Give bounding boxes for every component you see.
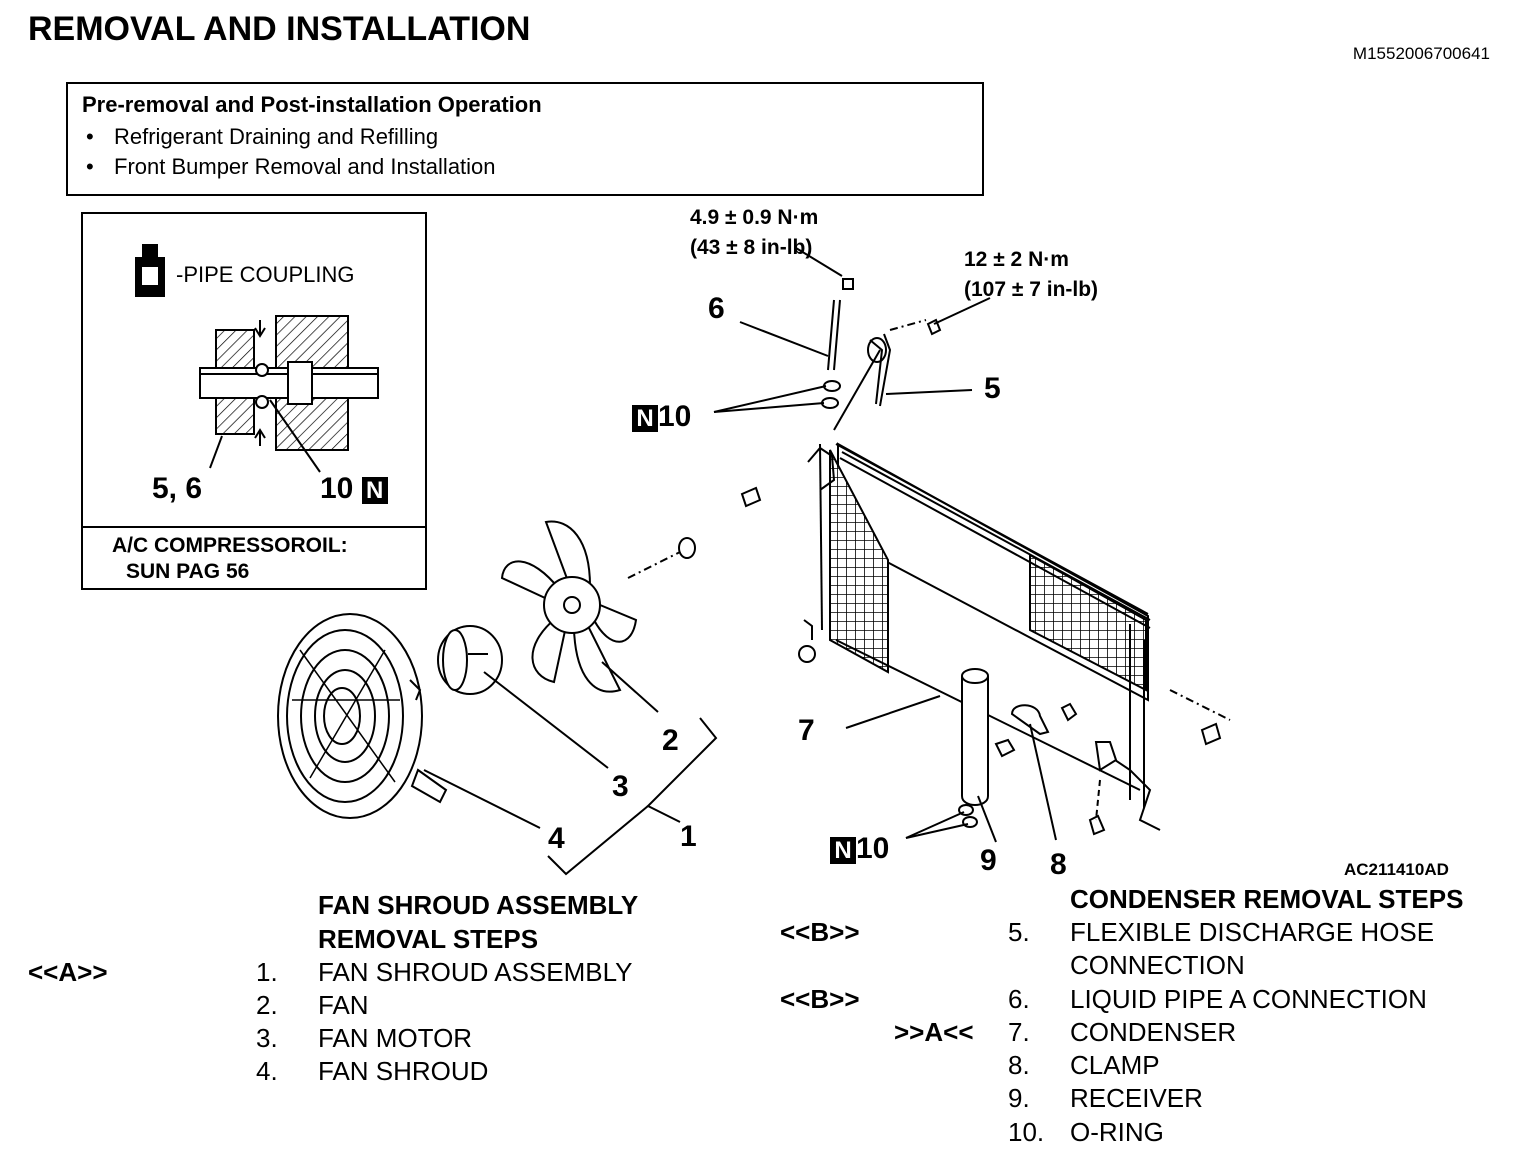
fan-blades <box>500 520 696 693</box>
fan-steps-subtitle: REMOVAL STEPS <box>318 924 539 954</box>
step-number: 5. <box>1008 917 1030 947</box>
condenser <box>798 442 1161 831</box>
callout-10-upper-num: 10 <box>658 400 692 433</box>
step-text: FAN MOTOR <box>318 1023 473 1053</box>
step-number: 10. <box>1008 1117 1045 1147</box>
step-text: CONDENSER <box>1070 1017 1237 1047</box>
callout-7: 7 <box>798 714 815 747</box>
step-text: LIQUID PIPE A CONNECTION <box>1070 984 1427 1014</box>
callout-6: 6 <box>708 292 725 325</box>
step-text: CONNECTION <box>1070 950 1245 980</box>
page-title: REMOVAL AND INSTALLATION <box>28 10 531 48</box>
callout-9: 9 <box>980 844 997 877</box>
leader-lines <box>423 247 1057 876</box>
inset-label-oring-num: 10 <box>320 472 354 505</box>
bullet-icon: • <box>86 124 94 149</box>
step-ref: <<A>> <box>28 957 108 987</box>
bullet-icon: • <box>86 154 94 179</box>
document-id: M1552006700641 <box>1352 44 1490 63</box>
callout-10-lower-num: 10 <box>856 832 890 865</box>
pipes <box>821 278 942 431</box>
n-badge-icon: N <box>361 476 388 504</box>
fan-steps-title: FAN SHROUD ASSEMBLY <box>318 890 639 920</box>
pipe-coupling-section <box>199 315 379 473</box>
step-number: 2. <box>256 990 278 1020</box>
n-badge-icon: N <box>830 836 856 864</box>
pre-removal-item: Refrigerant Draining and Refilling <box>114 124 439 149</box>
callout-5: 5 <box>984 372 1001 405</box>
step-ref: <<B>> <box>780 917 860 947</box>
oil-label: A/C COMPRESSOROIL: <box>112 534 348 557</box>
step-text: CLAMP <box>1070 1050 1160 1080</box>
figure-id: AC211410AD <box>1344 860 1449 879</box>
torque-2-inlb: (107 ± 7 in-lb) <box>964 278 1099 301</box>
callout-3: 3 <box>612 770 629 803</box>
step-number: 6. <box>1008 984 1030 1014</box>
callout-8: 8 <box>1050 848 1067 881</box>
step-text: RECEIVER <box>1070 1083 1203 1113</box>
step-ref: >>A<< <box>894 1017 974 1047</box>
step-text: FAN SHROUD <box>318 1056 489 1086</box>
callout-2: 2 <box>662 724 679 757</box>
oil-bottle-icon <box>135 244 165 297</box>
inset-label-parts: 5, 6 <box>152 472 203 505</box>
step-text: FAN SHROUD ASSEMBLY <box>318 957 633 987</box>
fan-motor <box>437 625 503 695</box>
torque-1-inlb: (43 ± 8 in-lb) <box>690 236 813 259</box>
n-badge-icon: N <box>632 404 658 432</box>
fan-shroud <box>277 613 448 819</box>
pre-removal-box: Pre-removal and Post-installation Operat… <box>66 82 984 196</box>
pre-removal-title: Pre-removal and Post-installation Operat… <box>82 92 542 117</box>
pipe-coupling-inset <box>81 212 427 590</box>
callout-1: 1 <box>680 820 697 853</box>
step-number: 8. <box>1008 1050 1030 1080</box>
step-number: 7. <box>1008 1017 1030 1047</box>
pre-removal-item: Front Bumper Removal and Installation <box>114 154 496 179</box>
step-text: O-RING <box>1070 1117 1164 1147</box>
inset-label-oring: 10 N <box>320 472 388 506</box>
oil-value: SUN PAG 56 <box>126 560 250 583</box>
callout-4: 4 <box>548 822 565 855</box>
step-number: 4. <box>256 1056 278 1086</box>
receiver-and-clamp <box>740 486 1231 836</box>
step-text: FLEXIBLE DISCHARGE HOSE <box>1070 917 1435 947</box>
step-text: FAN <box>318 990 369 1020</box>
step-number: 9. <box>1008 1083 1030 1113</box>
pipe-coupling-label: -PIPE COUPLING <box>176 262 355 287</box>
condenser-steps-title: CONDENSER REMOVAL STEPS <box>1070 884 1464 914</box>
torque-1-nm: 4.9 ± 0.9 N·m <box>690 206 819 229</box>
step-number: 1. <box>256 957 278 987</box>
torque-2-nm: 12 ± 2 N·m <box>964 248 1069 271</box>
step-number: 3. <box>256 1023 278 1053</box>
step-ref: <<B>> <box>780 984 860 1014</box>
